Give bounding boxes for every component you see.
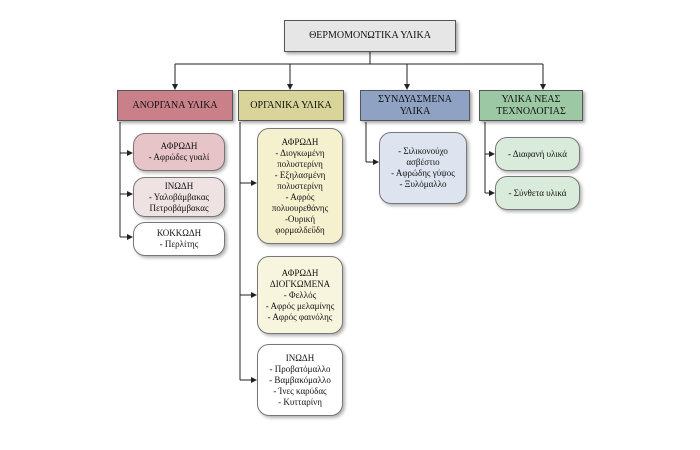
leaf-item: - Ξυλόμαλλο xyxy=(399,179,447,189)
combined-box: - Σιλικονούχο ασβέστιο - Αφρώδης γύψος -… xyxy=(379,132,467,204)
leaf-item: - Σύνθετα υλικά xyxy=(508,187,567,198)
leaf-item: - Αφρώδες γυαλί xyxy=(148,152,210,162)
leaf-item: - Αφρώδης γύψος xyxy=(391,168,455,178)
leaf-item: - Περλίτης xyxy=(159,239,199,249)
leaf-title: ΙΝΩΔΗ xyxy=(164,180,194,191)
leaf-item: - Υαλοβάμβακας xyxy=(148,191,210,202)
newtech-transparent-box: - Διαφανή υλικά xyxy=(495,137,580,171)
leaf-item: - Σιλικονούχο ασβέστιο xyxy=(398,146,448,167)
leaf-title: ΑΦΡΩΔΗ xyxy=(160,141,198,151)
leaf-item: - Αφρός μελαμίνης xyxy=(265,300,335,311)
inorganic-granular-box: ΚΟΚΚΩΔΗ - Περλίτης xyxy=(133,222,225,256)
leaf-item: - Κυτταρίνη xyxy=(278,396,322,407)
leaf-title: ΑΦΡΩΔΗ ΔΙΟΓΚΩΜΕΝΑ xyxy=(269,267,331,289)
leaf-item: - Αφρός πολυουρεθάνης xyxy=(271,191,329,213)
inorganic-foam-box: ΑΦΡΩΔΗ - Αφρώδες γυαλί xyxy=(133,133,225,171)
category-organic-label: ΟΡΓΑΝΙΚΑ ΥΛΙΚΑ xyxy=(250,99,332,111)
leaf-item: - Προβατόμαλλο xyxy=(269,363,331,374)
leaf-item: - Βαμβακόμαλλο xyxy=(269,374,331,385)
leaf-item: Πετροβάμβακας xyxy=(149,202,209,213)
leaf-item: - Φελλός xyxy=(283,289,317,300)
category-organic: ΟΡΓΑΝΙΚΑ ΥΛΙΚΑ xyxy=(238,90,344,121)
organic-expanded-box: ΑΦΡΩΔΗ ΔΙΟΓΚΩΜΕΝΑ - Φελλός - Αφρός μελαμ… xyxy=(257,256,343,334)
organic-fibrous-box: ΙΝΩΔΗ - Προβατόμαλλο - Βαμβακόμαλλο - Ίν… xyxy=(257,344,343,416)
root-node: ΘΕΡΜΟΜΟΝΩΤΙΚΑ ΥΛΙΚΑ xyxy=(284,20,456,52)
category-newtech-label: ΥΛΙΚΑ ΝΕΑΣ ΤΕΧΝΟΛΟΓΙΑΣ xyxy=(496,93,566,117)
newtech-composite-box: - Σύνθετα υλικά xyxy=(495,176,580,210)
category-newtech: ΥΛΙΚΑ ΝΕΑΣ ΤΕΧΝΟΛΟΓΙΑΣ xyxy=(479,90,583,121)
root-label: ΘΕΡΜΟΜΟΝΩΤΙΚΑ ΥΛΙΚΑ xyxy=(309,30,431,41)
category-combined-label: ΣΥΝΔΥΑΣΜΕΝΑ ΥΛΙΚΑ xyxy=(378,93,452,117)
leaf-item: - Εξηλασμένη πολυστερίνη xyxy=(274,169,326,191)
leaf-title: ΚΟΚΚΩΔΗ xyxy=(156,228,202,238)
leaf-item: -Ουρική φορμαλδεΰδη xyxy=(275,213,325,235)
leaf-item: - Διαφανή υλικά xyxy=(508,148,567,159)
category-inorganic-label: ΑΝΟΡΓΑΝΑ ΥΛΙΚΑ xyxy=(132,99,218,111)
leaf-item: - Ίνες καρύδας xyxy=(273,385,327,396)
category-inorganic: ΑΝΟΡΓΑΝΑ ΥΛΙΚΑ xyxy=(117,90,233,121)
leaf-item: - Διογκωμένη πολυστερίνη xyxy=(275,147,325,169)
leaf-item: - Αφρός φαινόλης xyxy=(267,311,333,322)
category-combined: ΣΥΝΔΥΑΣΜΕΝΑ ΥΛΙΚΑ xyxy=(360,90,470,121)
leaf-title: ΙΝΩΔΗ xyxy=(285,352,315,363)
leaf-title: ΑΦΡΩΔΗ xyxy=(281,136,319,147)
inorganic-fibrous-box: ΙΝΩΔΗ - Υαλοβάμβακας Πετροβάμβακας xyxy=(133,177,225,217)
organic-foam-box: ΑΦΡΩΔΗ - Διογκωμένη πολυστερίνη - Εξηλασ… xyxy=(257,128,343,244)
